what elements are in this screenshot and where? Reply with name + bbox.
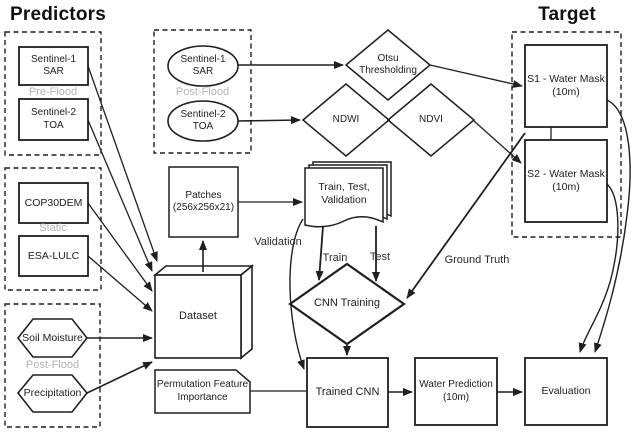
s2-water-mask-box [524, 139, 608, 223]
pre-flood-group-box [4, 31, 102, 156]
s1-sar-pre-box [18, 46, 89, 86]
edge-train-to-cnntraining [315, 225, 324, 281]
doc-sheet-front [304, 167, 384, 228]
patches-box [168, 166, 239, 238]
target-group-box [511, 31, 622, 238]
water-prediction-box [414, 357, 498, 426]
ndwi-diamond [301, 83, 391, 157]
s2-toa-post-ellipse [167, 100, 239, 142]
ndvi-diamond [386, 83, 476, 157]
permutation-feature-importance-card [154, 369, 251, 414]
post-flood-top-group-box [153, 29, 252, 154]
edge-s2pre-to-dataset [87, 119, 153, 272]
s2-toa-pre-box [18, 98, 89, 141]
trained-cnn-box [306, 357, 389, 428]
dataset-cube-front [154, 274, 242, 359]
evaluation-box [524, 357, 608, 426]
edge-s1mask-to-evaluation [594, 99, 631, 353]
edge-s2post-to-ndwi [237, 116, 301, 125]
dataset-cube-side [240, 264, 253, 360]
edge-groundtruth-to-cnntraining [406, 132, 526, 299]
edge-precipitation-to-dataset [86, 361, 153, 394]
cnn-training-diamond [288, 262, 406, 346]
soil-moisture-hexagon [16, 318, 89, 358]
precipitation-hexagon [16, 374, 89, 413]
s1-sar-post-ellipse [167, 45, 239, 87]
edge-ndvi-to-s2mask [473, 120, 522, 164]
static-group-box [4, 167, 102, 291]
s1-water-mask-box [524, 44, 608, 128]
edge-validation-to-trainedcnn [289, 218, 305, 370]
edge-cop30dem-to-dataset [87, 202, 153, 292]
edge-s2mask-to-evaluation [578, 183, 619, 353]
post-flood-bottom-group-box [4, 303, 101, 428]
edge-esalulc-to-dataset [87, 255, 153, 312]
esa-lulc-box [18, 235, 89, 277]
edge-s1pre-to-dataset [87, 65, 158, 262]
edge-otsu-to-s1mask [429, 64, 523, 88]
cop30dem-box [18, 182, 89, 224]
dataset-cube [152, 264, 255, 360]
train-test-validation-doc-stack [304, 161, 392, 228]
otsu-diamond [344, 29, 432, 101]
